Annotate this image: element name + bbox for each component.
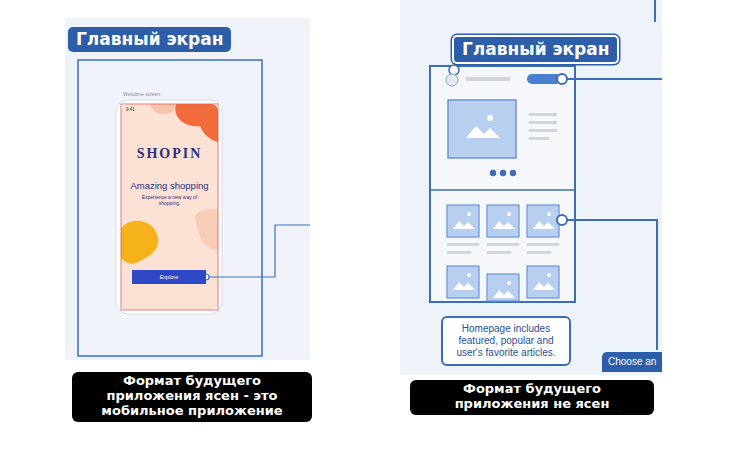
text-line <box>447 251 471 254</box>
image-placeholder <box>487 205 519 237</box>
text-line <box>527 243 559 246</box>
image-placeholder <box>447 266 479 298</box>
peach-blob <box>150 104 176 114</box>
node-text: Главный экран <box>462 39 609 60</box>
node-text: Главный экран <box>76 29 223 50</box>
divider <box>431 189 574 191</box>
image-grid <box>447 205 559 301</box>
node-text: Homepage includes featured, popular and … <box>449 323 563 359</box>
leader-line <box>567 78 662 80</box>
node-text: Explore <box>132 270 206 284</box>
text-line <box>487 251 511 254</box>
left-panel <box>65 18 310 360</box>
wireframe-outline <box>430 66 575 302</box>
right-panel <box>400 0 662 375</box>
phone-screen: SHOPIN Amazing shoppingExperience a new w… <box>121 104 218 310</box>
mountain-icon <box>453 282 475 290</box>
status-time: 9:41 <box>126 107 135 112</box>
mountain-icon <box>453 221 475 229</box>
mountain-icon <box>533 282 555 290</box>
caption-box: Формат будущего приложения не ясен <box>410 380 654 415</box>
image-placeholder <box>487 274 519 301</box>
node-text: Experience a new way of shopping. <box>139 194 201 206</box>
image-placeholder <box>527 205 559 237</box>
image-placeholder <box>447 205 479 237</box>
image-placeholder <box>487 274 519 301</box>
mountain-icon <box>493 221 515 229</box>
image-placeholder <box>447 205 479 254</box>
panel-ground <box>65 18 310 360</box>
peach-blob <box>195 209 218 250</box>
screen-title: Главный экран <box>452 35 619 64</box>
node-text: Формат будущего приложения не ясен <box>416 382 648 412</box>
text-line <box>529 129 557 132</box>
image-placeholder <box>527 266 559 298</box>
carousel-dot <box>490 170 496 176</box>
leader-line <box>567 220 657 350</box>
sun-icon <box>547 273 551 277</box>
yellow-blob <box>121 221 158 264</box>
mountain-icon <box>493 290 515 298</box>
image-placeholder <box>447 266 479 298</box>
node-text: Amazing shopping <box>121 180 218 191</box>
screen-outline <box>121 104 218 310</box>
orange-blob <box>175 104 218 142</box>
sun-icon <box>547 212 551 216</box>
explore-button: Explore <box>132 270 206 284</box>
avatar-icon <box>446 74 458 86</box>
node-text: Choose an <box>608 356 656 368</box>
note-box: Choose an <box>602 352 662 372</box>
sun-icon <box>507 281 511 285</box>
mountain-icon <box>533 221 555 229</box>
sun-icon <box>467 273 471 277</box>
image-placeholder <box>487 205 519 254</box>
leader-line <box>654 0 656 22</box>
sun-icon <box>487 115 493 121</box>
leader-dot <box>449 65 459 75</box>
text-line <box>529 113 557 116</box>
header-line <box>466 77 510 81</box>
screen-title: Главный экран <box>68 27 231 52</box>
sun-icon <box>467 212 471 216</box>
phone-body <box>116 100 222 314</box>
node-text: SHOPIN <box>121 146 218 162</box>
pill-button <box>527 74 561 84</box>
carousel-dot <box>510 170 516 176</box>
image-placeholder <box>448 100 516 158</box>
caption-box: Формат будущего приложения ясен - это мо… <box>72 372 312 422</box>
mountain-icon <box>466 126 500 138</box>
text-line <box>527 251 551 254</box>
text-line <box>447 243 479 246</box>
text-line <box>529 121 557 124</box>
text-line <box>529 137 549 140</box>
leader-dot <box>557 215 567 225</box>
sun-icon <box>507 212 511 216</box>
image-placeholder <box>527 266 559 298</box>
text-line <box>487 243 519 246</box>
phone-screen <box>121 104 218 310</box>
leader-dot <box>557 74 567 84</box>
screen-ground <box>121 104 218 310</box>
image-placeholder <box>527 205 559 254</box>
panel-ground <box>400 0 662 375</box>
screen-name: Welcome screen <box>123 91 160 97</box>
note-box: Homepage includes featured, popular and … <box>441 316 571 366</box>
node-text: Формат будущего приложения ясен - это мо… <box>78 374 306 419</box>
frame-outline <box>78 60 262 356</box>
leader-line <box>209 225 310 277</box>
carousel-dot <box>500 170 506 176</box>
